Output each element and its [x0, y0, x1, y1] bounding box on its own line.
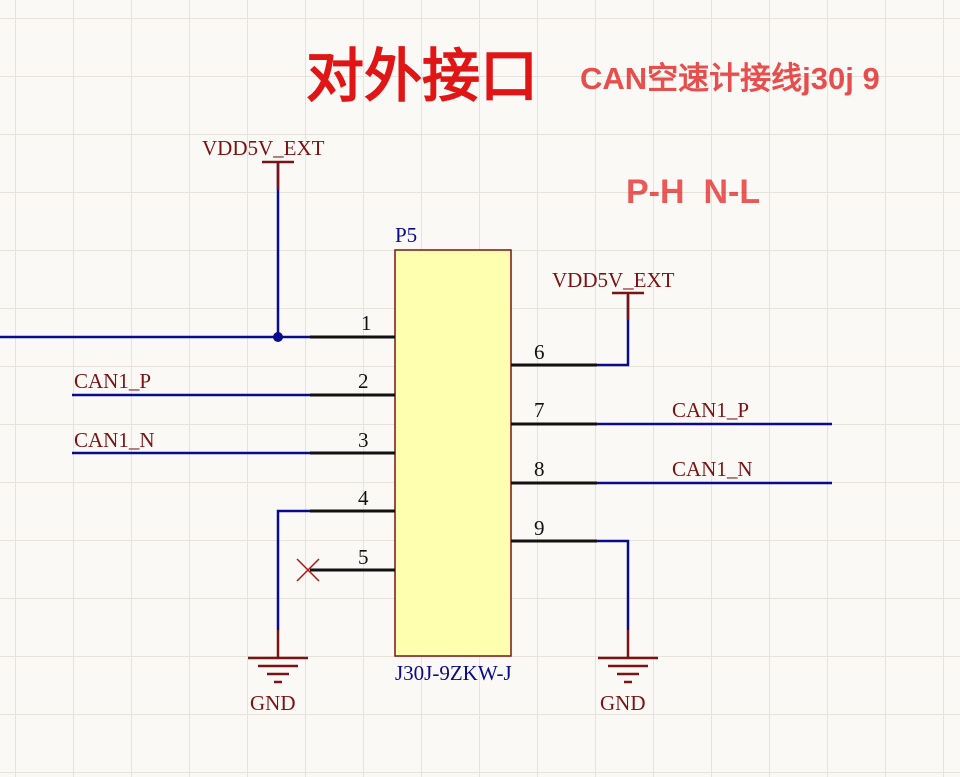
ground-symbol-right — [598, 630, 658, 684]
junction-dot — [273, 332, 283, 342]
pin-stubs — [310, 335, 597, 572]
pin-number-2: 2 — [358, 369, 369, 393]
pin-number-4: 4 — [358, 486, 369, 510]
pin-number-6: 6 — [534, 340, 545, 364]
pin-number-1: 1 — [361, 311, 372, 335]
net-label-can-n-right: CAN1_N — [672, 457, 753, 481]
net-label-can-p-right: CAN1_P — [672, 398, 749, 422]
pin-number-8: 8 — [534, 457, 545, 481]
power-port-vdd-left: VDD5V_EXT — [202, 136, 325, 190]
pin-number-9: 9 — [534, 516, 545, 540]
net-label-vdd-left: VDD5V_EXT — [202, 136, 325, 160]
pin-number-7: 7 — [534, 398, 545, 422]
polarity-note: P-H N-L — [626, 173, 760, 211]
net-label-can-p-left: CAN1_P — [74, 369, 151, 393]
page-title: 对外接口 — [306, 44, 538, 109]
connector-body[interactable] — [394, 249, 512, 657]
net-label-gnd-right: GND — [600, 691, 646, 715]
no-connect-marker — [296, 558, 320, 582]
component-part-number: J30J-9ZKW-J — [395, 661, 512, 685]
wire-vdd-right — [597, 295, 630, 367]
wire-gnd-left — [276, 509, 310, 630]
power-port-vdd-right: VDD5V_EXT — [552, 268, 675, 320]
component-designator: P5 — [395, 223, 417, 247]
pin-number-3: 3 — [358, 428, 369, 452]
page-subtitle: CAN空速计接线j30j 9 — [580, 61, 880, 96]
wires — [0, 163, 832, 630]
ground-symbol-left — [248, 630, 308, 684]
pin-number-5: 5 — [358, 545, 369, 569]
net-label-can-n-left: CAN1_N — [74, 428, 155, 452]
net-label-vdd-right: VDD5V_EXT — [552, 268, 675, 292]
wire-gnd-right — [597, 539, 630, 630]
net-label-gnd-left: GND — [250, 691, 296, 715]
